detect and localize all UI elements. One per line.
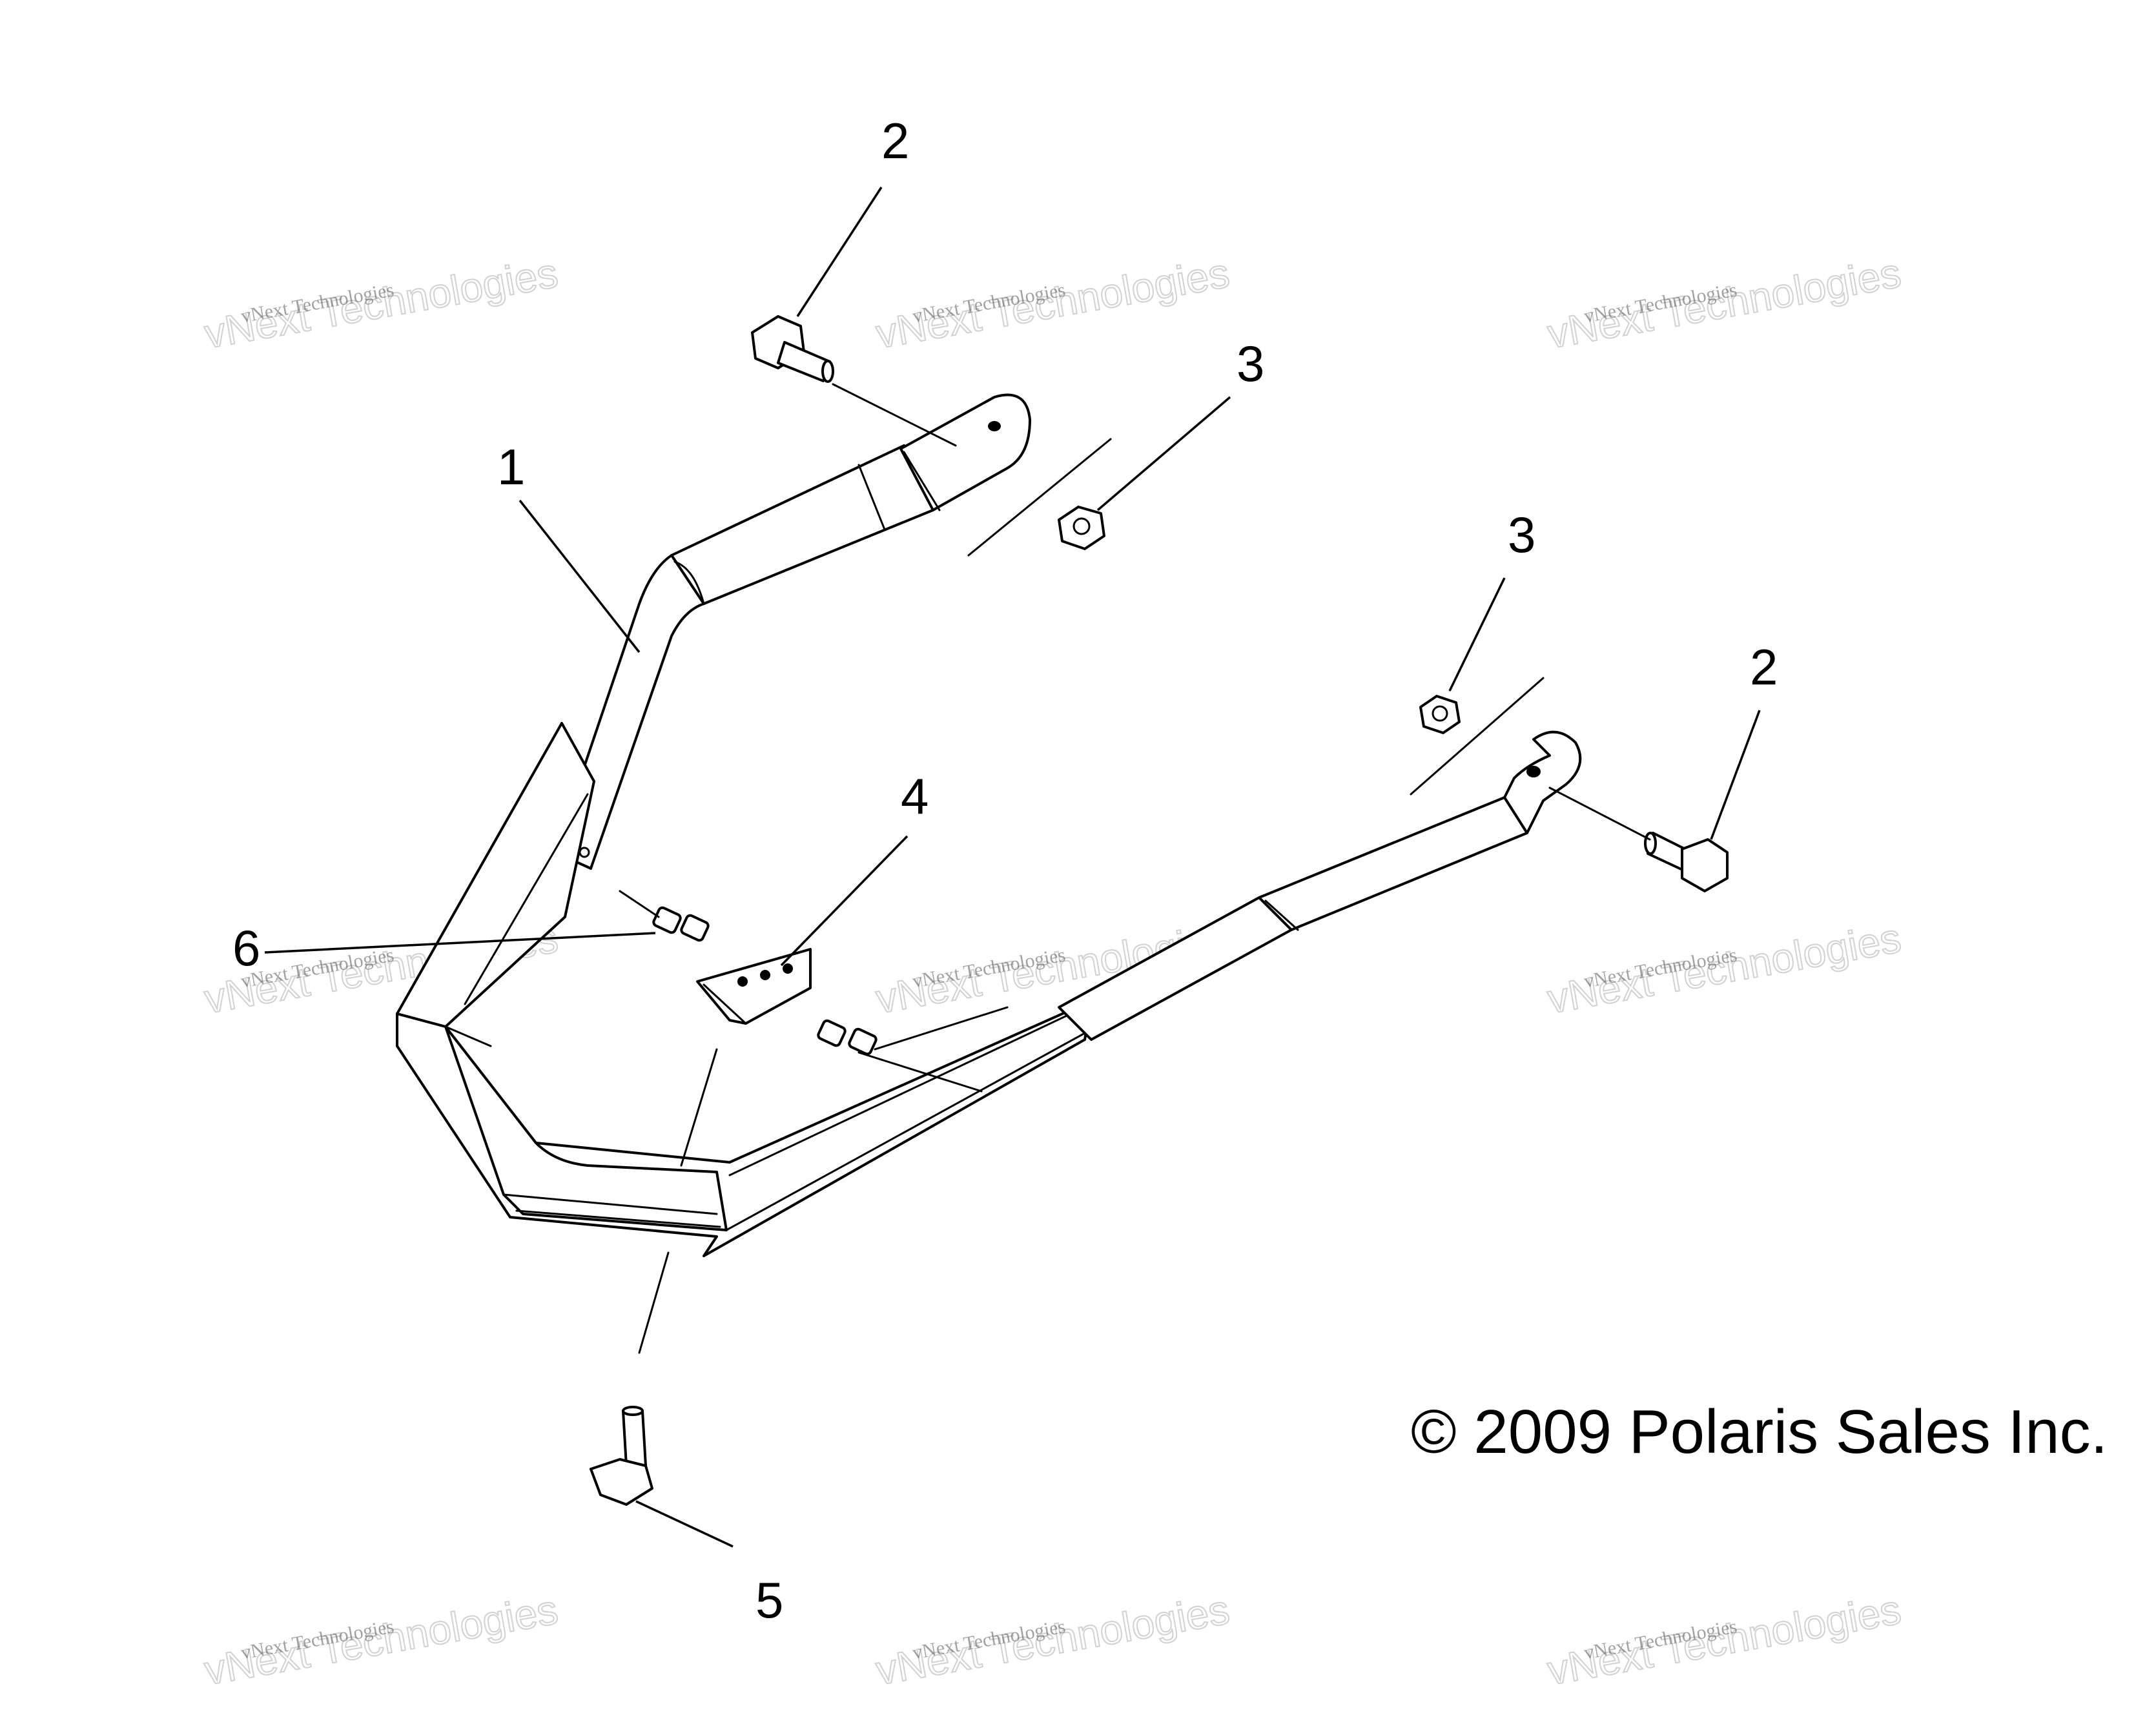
callout-1: 1 bbox=[497, 438, 525, 495]
callouts: 1 2 3 3 2 4 6 5 bbox=[232, 112, 1778, 1628]
bumper-tube bbox=[396, 393, 1582, 1257]
callout-6: 6 bbox=[232, 920, 260, 976]
nut-3-right bbox=[1419, 695, 1461, 734]
copyright-text: © 2009 Polaris Sales Inc. bbox=[1411, 1397, 2108, 1466]
rivets-6 bbox=[619, 890, 1009, 1093]
callout-2-top: 2 bbox=[881, 112, 909, 169]
callout-4: 4 bbox=[901, 768, 929, 825]
callout-2-right: 2 bbox=[1750, 639, 1778, 695]
callout-3-top: 3 bbox=[1237, 335, 1264, 392]
callout-5: 5 bbox=[755, 1572, 783, 1628]
bolt-5 bbox=[590, 1406, 653, 1506]
bracket-4 bbox=[696, 948, 812, 1025]
leader-lines bbox=[264, 187, 1761, 1548]
bolt-2-right bbox=[1644, 832, 1729, 892]
callout-3-right: 3 bbox=[1508, 506, 1535, 563]
nut-3-left bbox=[1058, 506, 1105, 550]
bolt-2-left bbox=[751, 315, 834, 383]
alignment-lines bbox=[638, 383, 1651, 1354]
